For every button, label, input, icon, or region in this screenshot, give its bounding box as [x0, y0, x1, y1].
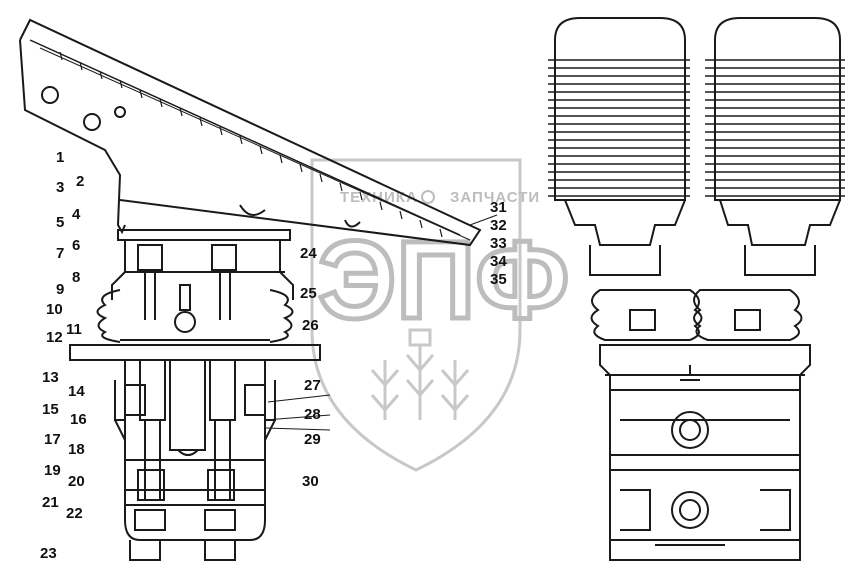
callout-18: 18 [68, 441, 85, 458]
callout-23: 23 [40, 545, 57, 562]
callout-14: 14 [68, 383, 85, 400]
callout-11: 11 [66, 321, 82, 338]
callout-28: 28 [304, 406, 321, 423]
callout-5: 5 [56, 214, 65, 231]
callout-16: 16 [70, 411, 87, 428]
callout-32: 32 [490, 217, 507, 234]
watermark-right-text: ЗАПЧАСТИ [450, 189, 540, 206]
callout-8: 8 [72, 269, 81, 286]
callout-31: 31 [490, 199, 507, 216]
section-view [19, 18, 482, 561]
callout-9: 9 [56, 281, 65, 298]
callout-29: 29 [304, 431, 321, 448]
callout-1: 1 [56, 149, 65, 166]
callout-19: 19 [44, 462, 61, 479]
callout-20: 20 [68, 473, 85, 490]
callout-25: 25 [300, 285, 317, 302]
callout-17: 17 [44, 431, 61, 448]
wheat-emblem [370, 328, 470, 420]
callout-2: 2 [76, 173, 85, 190]
callout-7: 7 [56, 245, 65, 262]
callout-6: 6 [72, 237, 81, 254]
callout-34: 34 [490, 253, 507, 270]
callout-30: 30 [302, 473, 319, 490]
callout-26: 26 [302, 317, 319, 334]
external-view [548, 17, 845, 561]
gear-icon [421, 190, 435, 204]
callout-12: 12 [46, 329, 63, 346]
callout-35: 35 [490, 271, 507, 288]
callout-21: 21 [42, 494, 59, 511]
callout-3: 3 [56, 179, 65, 196]
callout-27: 27 [304, 377, 321, 394]
callout-13: 13 [42, 369, 59, 386]
watermark-logo: ЭПФ [318, 219, 569, 342]
watermark: ТЕХНИКА ЗАПЧАСТИ ЭПФ [310, 158, 572, 472]
callout-22: 22 [66, 505, 83, 522]
callout-15: 15 [42, 401, 59, 418]
callout-4: 4 [72, 206, 81, 223]
callout-10: 10 [46, 301, 63, 318]
callout-33: 33 [490, 235, 507, 252]
callout-24: 24 [300, 245, 317, 262]
leader-lines [264, 214, 498, 431]
